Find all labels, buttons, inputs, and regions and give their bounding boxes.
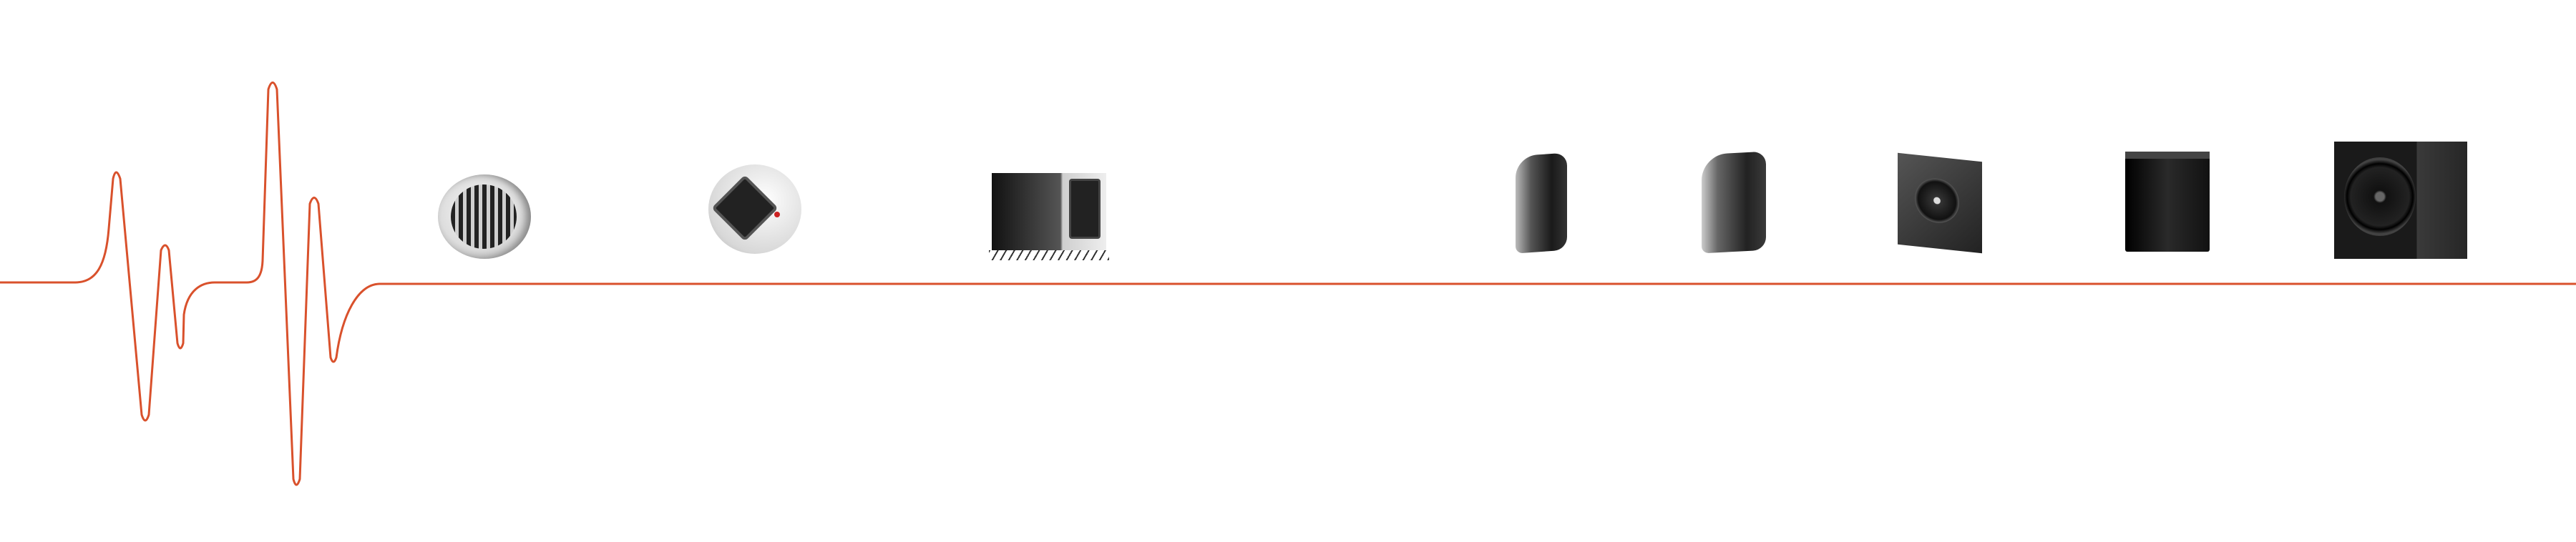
in-wall-subwoofer-icon xyxy=(1898,152,1982,254)
large-subwoofer-icon xyxy=(2334,142,2467,259)
in-ceiling-speaker-icon xyxy=(708,164,801,254)
curved-satellite-speaker-large-icon xyxy=(1702,151,1766,254)
in-ceiling-subwoofer-icon xyxy=(989,173,1109,260)
round-grille-speaker-icon xyxy=(438,174,531,259)
curved-satellite-speaker-icon xyxy=(1516,152,1567,254)
compact-subwoofer-icon xyxy=(2125,152,2210,252)
waveform-path xyxy=(0,82,2576,486)
